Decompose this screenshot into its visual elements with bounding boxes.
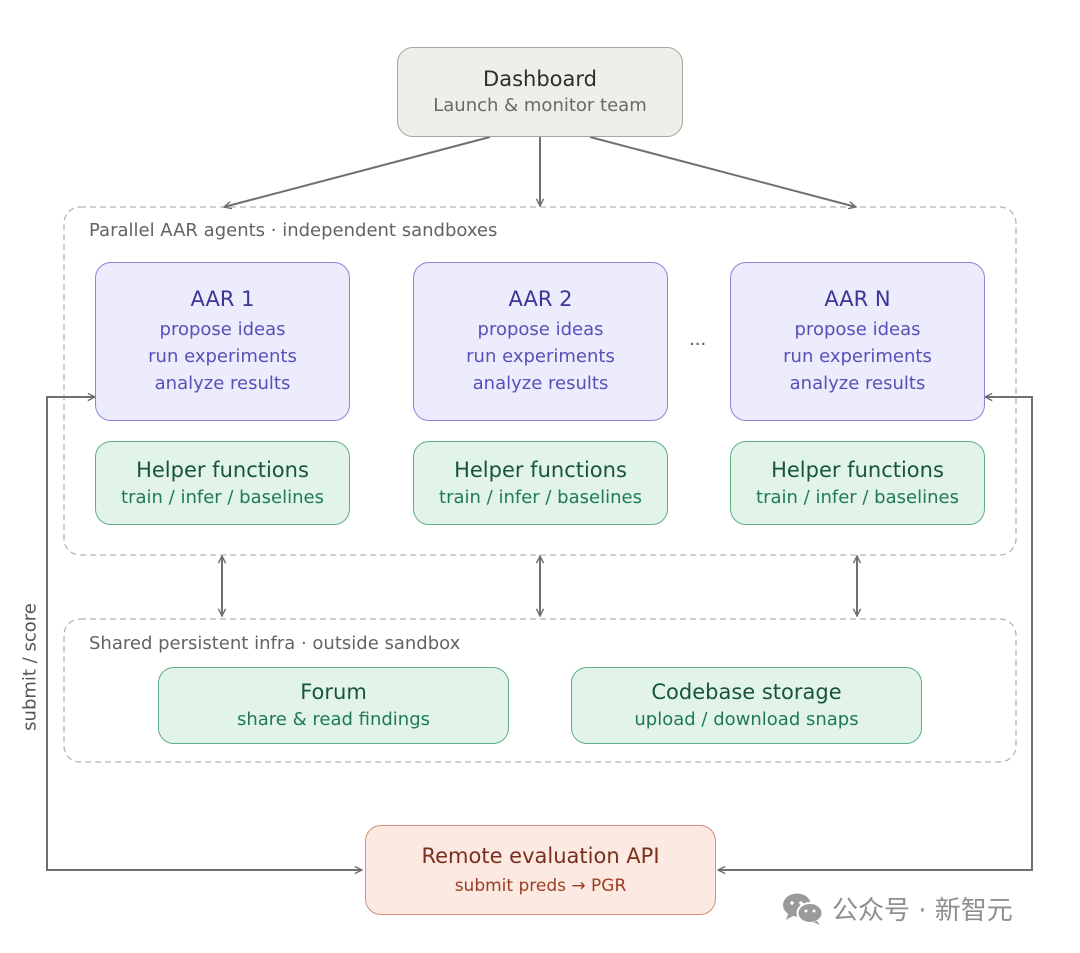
watermark: 公众号 · 新智元 xyxy=(782,890,1013,927)
aar-node-n: AAR N propose ideas run experiments anal… xyxy=(730,262,985,421)
aar-node-line: propose ideas xyxy=(794,319,921,341)
codebase-subtitle: upload / download snaps xyxy=(634,709,859,731)
eval-subtitle: submit preds → PGR xyxy=(454,875,627,896)
aar-node-line: analyze results xyxy=(154,373,291,395)
aar-node-2: AAR 2 propose ideas run experiments anal… xyxy=(413,262,668,421)
sandbox-group-border xyxy=(63,206,1017,556)
helper-node-subtitle: train / infer / baselines xyxy=(439,486,642,508)
helper-node-title: Helper functions xyxy=(136,457,309,482)
aar-node-line: propose ideas xyxy=(477,319,604,341)
dashboard-title: Dashboard xyxy=(483,67,597,92)
arrow-dashboard-to-aar1 xyxy=(224,136,491,207)
aar-node-line: analyze results xyxy=(472,373,609,395)
watermark-text: 公众号 · 新智元 xyxy=(832,896,1013,926)
aar-node-line: run experiments xyxy=(466,346,615,368)
arrow-loop-right xyxy=(718,397,1033,870)
aar-node-title: AAR 1 xyxy=(190,286,255,311)
forum-node: Forum share & read findings xyxy=(158,667,509,744)
helper-node-title: Helper functions xyxy=(454,457,627,482)
arrow-dashboard-to-aarn xyxy=(589,136,856,207)
helper-node-n: Helper functions train / infer / baselin… xyxy=(730,441,985,525)
aar-node-1: AAR 1 propose ideas run experiments anal… xyxy=(95,262,350,421)
eval-title: Remote evaluation API xyxy=(421,844,660,869)
remote-eval-node: Remote evaluation API submit preds → PGR xyxy=(365,825,716,915)
wechat-icon xyxy=(783,893,824,925)
helper-node-2: Helper functions train / infer / baselin… xyxy=(413,441,668,525)
arrow-loop-left xyxy=(46,397,362,870)
agents-ellipsis: ··· xyxy=(689,334,707,355)
aar-node-title: AAR N xyxy=(824,286,891,311)
aar-node-line: propose ideas xyxy=(159,319,286,341)
helper-node-subtitle: train / infer / baselines xyxy=(756,486,959,508)
infra-group-label: Shared persistent infra · outside sandbo… xyxy=(89,633,461,654)
helper-node-1: Helper functions train / infer / baselin… xyxy=(95,441,350,525)
helper-node-title: Helper functions xyxy=(771,457,944,482)
aar-node-title: AAR 2 xyxy=(508,286,573,311)
sandbox-group-label: Parallel AAR agents · independent sandbo… xyxy=(89,220,498,241)
helper-node-subtitle: train / infer / baselines xyxy=(121,486,324,508)
infra-group-border xyxy=(63,618,1017,763)
dashboard-subtitle: Launch & monitor team xyxy=(433,95,647,117)
forum-title: Forum xyxy=(300,680,367,705)
submit-score-label: submit / score xyxy=(19,603,41,731)
forum-subtitle: share & read findings xyxy=(236,709,431,731)
aar-node-line: analyze results xyxy=(789,373,926,395)
codebase-title: Codebase storage xyxy=(651,680,842,705)
aar-node-line: run experiments xyxy=(148,346,297,368)
aar-node-line: run experiments xyxy=(783,346,932,368)
dashboard-node: Dashboard Launch & monitor team xyxy=(397,47,683,137)
codebase-storage-node: Codebase storage upload / download snaps xyxy=(571,667,922,744)
